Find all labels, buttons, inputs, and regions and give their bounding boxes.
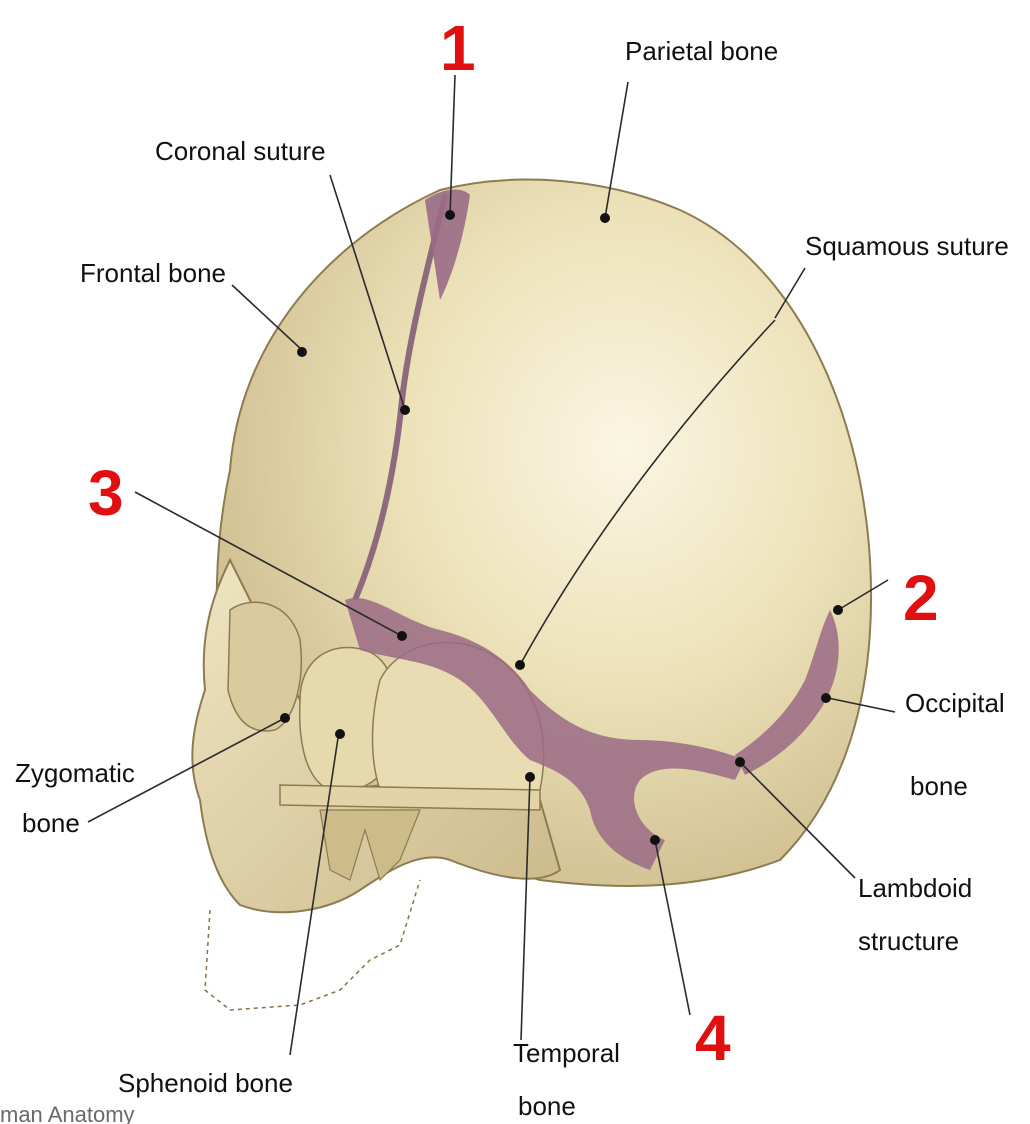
number-2: 2	[903, 562, 939, 634]
label-zygomatic-line1: Zygomatic	[15, 758, 135, 788]
dot-4	[650, 835, 660, 845]
dot-frontal	[297, 347, 307, 357]
label-coronal-suture: Coronal suture	[155, 136, 326, 166]
number-3: 3	[88, 457, 124, 529]
dot-zygomatic	[280, 713, 290, 723]
dot-temporal	[525, 772, 535, 782]
dot-2	[833, 605, 843, 615]
label-temporal-line1: Temporal	[513, 1038, 620, 1068]
label-zygomatic-line2: bone	[22, 808, 80, 838]
label-occipital-line1: Occipital	[905, 688, 1005, 718]
dot-3	[397, 631, 407, 641]
dot-sphenoid	[335, 729, 345, 739]
dot-coronal	[400, 405, 410, 415]
label-temporal-line2: bone	[518, 1091, 576, 1121]
zygomatic-arch	[280, 785, 540, 810]
dot-occipital	[821, 693, 831, 703]
label-lambdoid-line2: structure	[858, 926, 959, 956]
dot-squamous	[515, 660, 525, 670]
credit-text: man Anatomy	[0, 1102, 135, 1124]
number-1: 1	[440, 12, 476, 84]
label-frontal-bone: Frontal bone	[80, 258, 226, 288]
label-occipital-line2: bone	[910, 771, 968, 801]
number-4: 4	[695, 1002, 731, 1074]
label-lambdoid-line1: Lambdoid	[858, 873, 972, 903]
dot-1	[445, 210, 455, 220]
label-sphenoid-bone: Sphenoid bone	[118, 1068, 293, 1098]
dot-parietal	[600, 213, 610, 223]
orbit	[228, 602, 301, 731]
label-squamous-suture: Squamous suture	[805, 231, 1009, 261]
dot-lambdoid	[735, 757, 745, 767]
label-parietal-bone: Parietal bone	[625, 36, 778, 66]
